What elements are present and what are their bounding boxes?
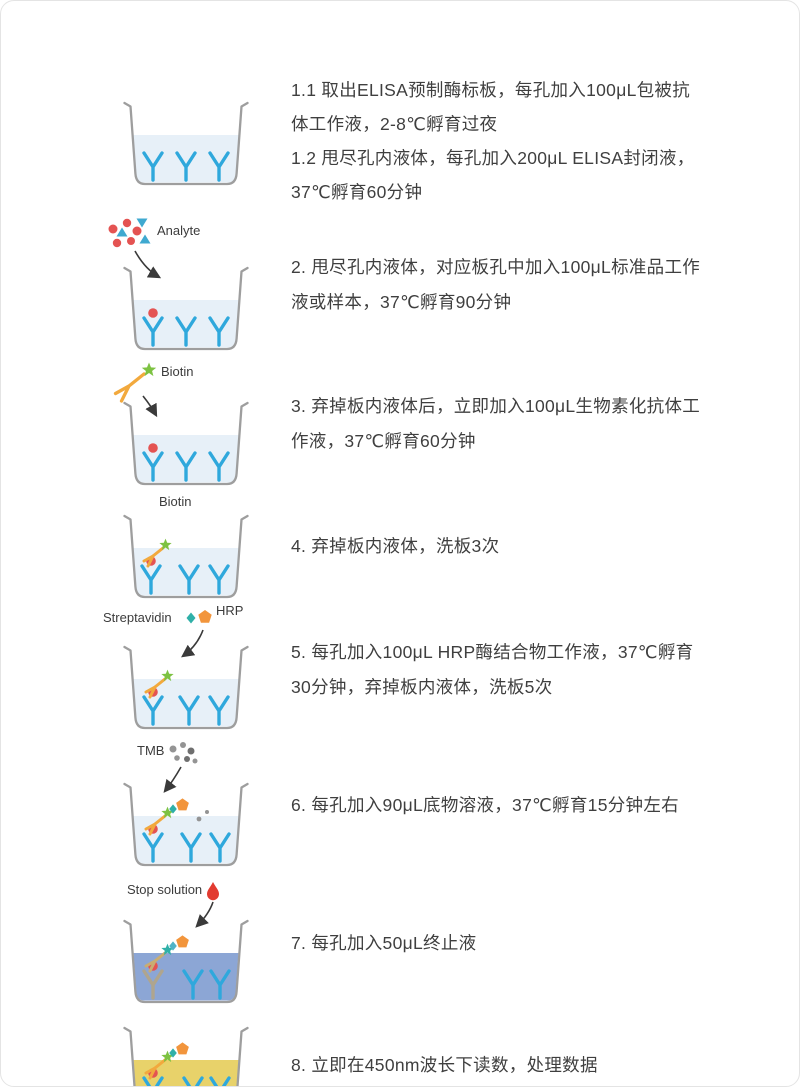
step-2-text-line: 2. 甩尽孔内液体，对应板孔中加入100μL标准品工作液或样本，37℃孵育90分… [291, 257, 701, 312]
well-icon [123, 919, 249, 1003]
stop-drop-icon [207, 881, 219, 900]
arrow-icon [181, 629, 204, 657]
tmb-label: TMB [137, 743, 164, 758]
arrow-icon [142, 395, 158, 417]
hrp-pentagon-icon [198, 609, 212, 623]
analyte-label: Analyte [157, 223, 200, 238]
tmb-dot-icon [196, 816, 202, 821]
detection-antibody-icon [113, 362, 157, 403]
analyte-cluster-icon [108, 218, 151, 247]
step-4-text: 4. 弃掉板内液体，洗板3次 [291, 529, 703, 563]
step-6-text: 6. 每孔加入90μL底物溶液，37℃孵育15分钟左右 [291, 788, 703, 822]
step-3-illustration: Biotin [101, 360, 291, 488]
stop-solution-label: Stop solution [127, 882, 202, 897]
step-4-text-line: 4. 弃掉板内液体，洗板3次 [291, 536, 500, 557]
step-4-row: Biotin 4. 弃掉板内液体，洗板3次 [1, 493, 799, 601]
step-1-2-text: 1.2 甩尽孔内液体，每孔加入200μL ELISA封闭液，37℃孵育60分钟 [291, 148, 695, 203]
step-8-row: 8. 立即在450nm波长下读数，处理数据 [1, 1015, 799, 1086]
streptavidin-icon [186, 612, 196, 623]
step-1-1-text: 1.1 取出ELISA预制酶标板，每孔加入100μL包被抗体工作液，2-8℃孵育… [291, 80, 691, 135]
step-7-illustration: Stop solution [101, 878, 291, 1010]
step-2-text: 2. 甩尽孔内液体，对应板孔中加入100μL标准品工作液或样本，37℃孵育90分… [291, 250, 703, 318]
step-5-illustration: Streptavidin HRP [101, 606, 291, 734]
step-1-text: 1.1 取出ELISA预制酶标板，每孔加入100μL包被抗体工作液，2-8℃孵育… [291, 73, 703, 210]
arrow-icon [134, 250, 162, 278]
step-6-row: TMB 6. 每 [1, 739, 799, 873]
step-5-text-line: 5. 每孔加入100μL HRP酶结合物工作液，37℃孵育30分钟，弃掉板内液体… [291, 642, 694, 697]
tmb-dots-icon [169, 741, 198, 763]
step-8-text-line: 8. 立即在450nm波长下读数，处理数据 [291, 1055, 598, 1076]
streptavidin-label: Streptavidin [103, 610, 172, 625]
step-1-illustration [101, 92, 291, 190]
step-8-illustration [101, 1015, 291, 1086]
well-icon [123, 782, 249, 866]
step-2-illustration: Analyte [101, 215, 291, 355]
step-7-text: 7. 每孔加入50μL终止液 [291, 926, 703, 960]
step-1-row: 1.1 取出ELISA预制酶标板，每孔加入100μL包被抗体工作液，2-8℃孵育… [1, 73, 799, 210]
step-7-row: Stop solution 7. 每孔加入50μL终止液 [1, 878, 799, 1010]
step-6-illustration: TMB [101, 739, 291, 873]
step-5-text: 5. 每孔加入100μL HRP酶结合物工作液，37℃孵育30分钟，弃掉板内液体… [291, 635, 703, 703]
step-3-row: Biotin 3. 弃掉板内液体后，立即加入100μL生物素化抗体工作液，37℃… [1, 360, 799, 488]
biotin-label: Biotin [159, 494, 192, 509]
arrow-icon [163, 766, 182, 793]
step-6-text-line: 6. 每孔加入90μL底物溶液，37℃孵育15分钟左右 [291, 795, 679, 816]
step-3-text-line: 3. 弃掉板内液体后，立即加入100μL生物素化抗体工作液，37℃孵育60分钟 [291, 396, 701, 451]
step-5-row: Streptavidin HRP 5. 每孔加入100μL HRP酶结合物工作液… [1, 606, 799, 734]
step-7-text-line: 7. 每孔加入50μL终止液 [291, 933, 477, 954]
hrp-label: HRP [216, 606, 243, 618]
biotin-label: Biotin [161, 364, 194, 379]
tmb-dot-icon [205, 809, 209, 814]
step-4-illustration: Biotin [101, 493, 291, 601]
well-icon [123, 645, 249, 729]
arrow-icon [195, 901, 214, 928]
well-icon [123, 514, 249, 598]
step-3-text: 3. 弃掉板内液体后，立即加入100μL生物素化抗体工作液，37℃孵育60分钟 [291, 389, 703, 457]
step-2-row: Analyte 2. 甩尽孔内液体，对应板孔中加入100μL标准品工作液或样本，… [1, 215, 799, 355]
step-8-text: 8. 立即在450nm波长下读数，处理数据 [291, 1048, 703, 1082]
